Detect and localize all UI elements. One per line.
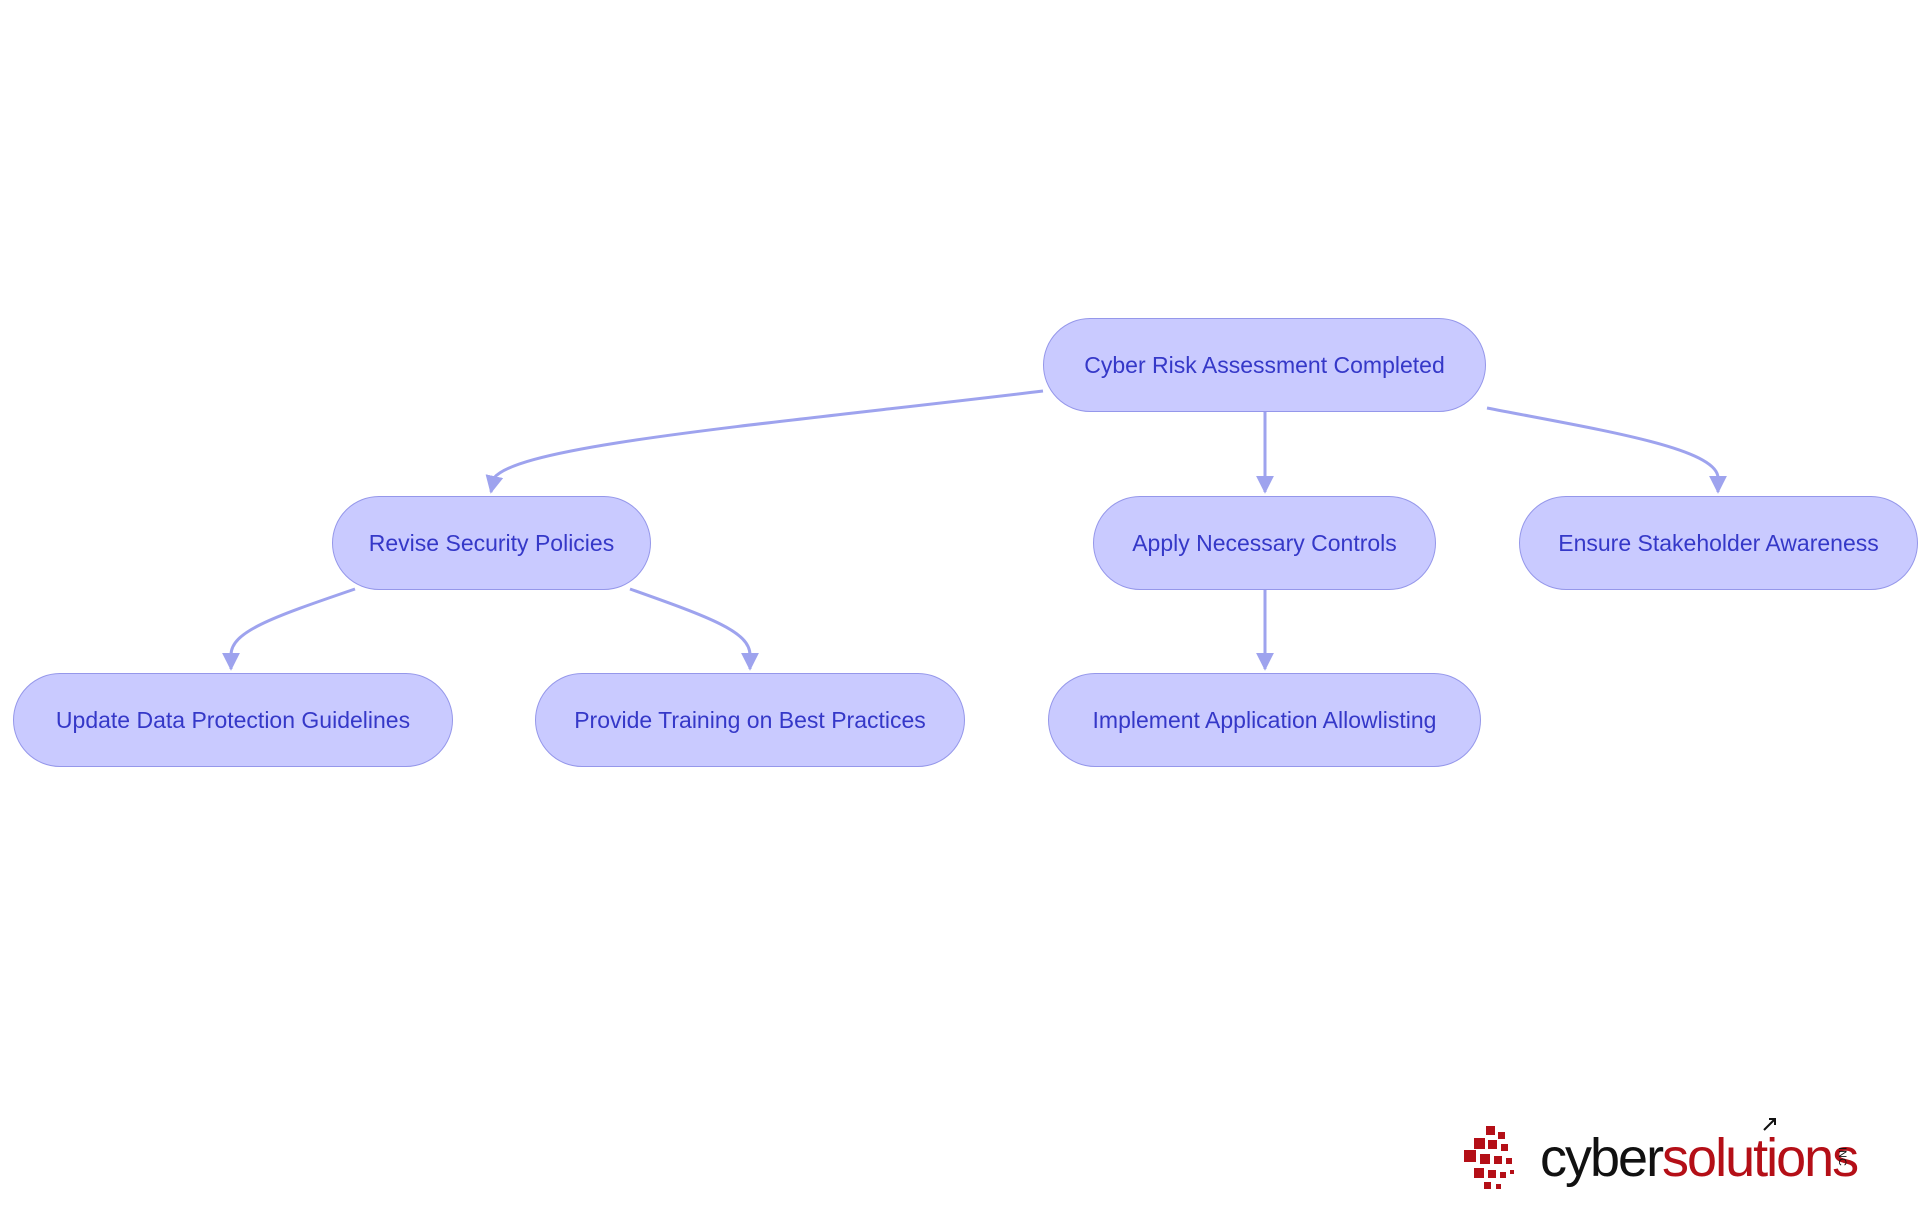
edge-revise-to-update (222, 587, 356, 671)
logo-squares-icon (1464, 1126, 1514, 1189)
logo-accent-arrow-icon (1763, 1118, 1776, 1131)
cybersolutions-logo: cybersolutions INC (1460, 1118, 1880, 1200)
logo-text-solutions: solutions (1662, 1128, 1859, 1188)
node-implement-application-allowlisting: Implement Application Allowlisting (1048, 673, 1481, 767)
node-update-data-protection-guidelines: Update Data Protection Guidelines (13, 673, 453, 767)
node-apply-necessary-controls: Apply Necessary Controls (1093, 496, 1436, 590)
edge-root-to-ensure (1486, 406, 1727, 494)
logo-wordmark: cybersolutions (1540, 1128, 1859, 1188)
node-revise-security-policies: Revise Security Policies (332, 496, 651, 590)
edge-root-to-revise (485, 389, 1044, 494)
node-cyber-risk-assessment-completed: Cyber Risk Assessment Completed (1043, 318, 1486, 412)
edge-revise-to-training (629, 587, 759, 671)
node-provide-training-on-best-practices: Provide Training on Best Practices (535, 673, 965, 767)
logo-text-inc: INC (1836, 1147, 1848, 1166)
node-ensure-stakeholder-awareness: Ensure Stakeholder Awareness (1519, 496, 1918, 590)
logo-text-cyber: cyber (1540, 1128, 1664, 1188)
